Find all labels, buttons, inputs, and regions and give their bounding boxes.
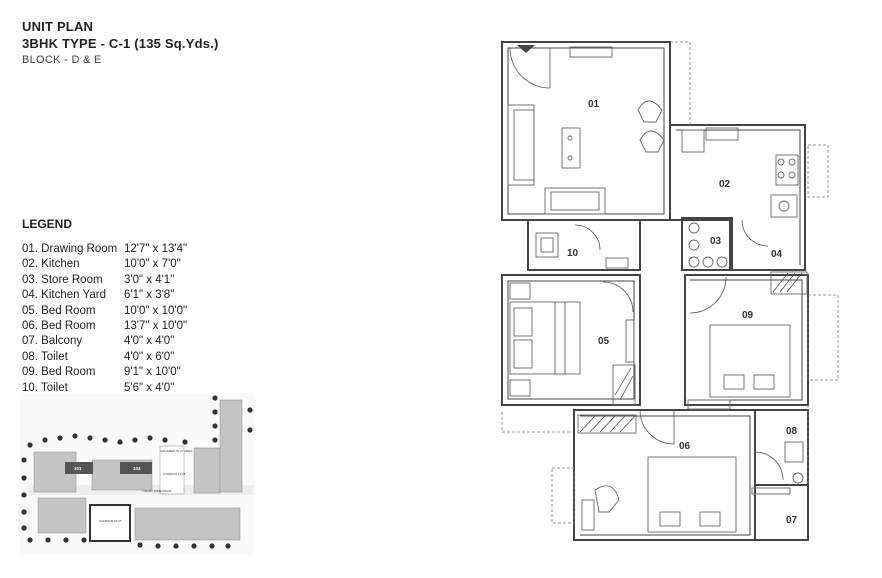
room-label-08: 08 [786,426,798,437]
legend-item-dimension: 6'1" x 3'8" [124,289,175,302]
children-play-area-label: CHILDREN PLAY AREA [160,449,192,453]
legend-item: 05. Bed Room 10'0" x 10'0" [22,304,187,319]
plan-header: UNIT PLAN 3BHK TYPE - C-1 (135 Sq.Yds.) … [22,18,219,69]
plan-block: BLOCK - D & E [22,54,102,66]
tree-icon [87,435,93,441]
legend-item-dimension: 3'0" x 4'1" [124,273,175,286]
tree-icon [27,537,33,543]
tree-icon [42,437,48,443]
tree-icon [155,543,161,549]
tree-icon [212,437,218,443]
tree-icon [137,542,143,548]
legend-item-name: 09. Bed Room [22,366,96,379]
tree-icon [21,492,27,498]
site-blocks [33,399,243,542]
common-plot-label-1: COMMON PLOT [163,472,186,476]
tree-icon [212,409,218,415]
plan-walls [501,41,809,541]
plan-type: 3BHK TYPE - C-1 (135 Sq.Yds.) [22,36,219,51]
legend-item-dimension: 10'0" x 7'0" [124,258,181,271]
unit-103-highlight [120,462,152,474]
tree-icon [21,475,27,481]
legend-list: 01. Drawing Room 12'7" x 13'4" 02. Kitchen… [22,242,187,396]
wardrobe-hatch [579,272,803,433]
legend-item-name: 03. Store Room [22,273,103,286]
legend-item-dimension: 5'6" x 4'0" [124,381,175,394]
tree-icon [72,433,78,439]
road-label: 7.50 MT WIDE ROAD [142,489,172,493]
north-marker [517,45,535,53]
tree-icon [57,435,63,441]
room-label-10: 10 [567,248,579,259]
tree-icon [247,427,253,433]
tree-icon [225,543,231,549]
site-trees [21,395,253,549]
room-labels: 01 02 03 04 05 06 07 08 09 10 [567,99,798,526]
tree-icon [21,457,27,463]
tree-icon [212,423,218,429]
legend-item-name: 07. Balcony [22,335,83,348]
legend-item: 06. Bed Room 13'7" x 10'0" [22,319,187,334]
tree-icon [173,543,179,549]
legend-item: 04. Kitchen Yard 6'1" x 3'8" [22,288,187,303]
unit-101-label: 101 [74,466,82,471]
legend-item: 03. Store Room 3'0" x 4'1" [22,273,187,288]
room-label-02: 02 [719,179,731,190]
legend-item-name: 10. Toilet [22,381,68,394]
legend-item-name: 04. Kitchen Yard [22,289,106,302]
tree-icon [147,435,153,441]
legend-item: 07. Balcony 4'0" x 4'0" [22,334,187,349]
room-label-03: 03 [710,236,722,247]
common-plot-label-2: COMMON PLOT [99,519,122,523]
legend-item-name: 05. Bed Room [22,304,96,317]
tree-icon [63,537,69,543]
legend-item: 09. Bed Room 9'1" x 10'0" [22,365,187,380]
tree-icon [132,437,138,443]
tree-icon [191,543,197,549]
legend-item-dimension: 4'0" x 6'0" [124,350,175,363]
unit-101-highlight [65,462,93,474]
tree-icon [27,442,33,448]
legend-item-dimension: 9'1" x 10'0" [124,366,181,379]
legend-title: LEGEND [22,217,73,231]
door-swings [509,47,784,481]
tree-icon [102,437,108,443]
legend-item: 02. Kitchen 10'0" x 7'0" [22,257,187,272]
furniture [507,46,808,533]
tree-icon [21,509,27,515]
unit-103-label: 103 [133,466,141,471]
room-label-05: 05 [598,336,610,347]
tree-icon [209,543,215,549]
legend-item-name: 06. Bed Room [22,320,96,333]
tree-icon [182,439,188,445]
tree-icon [45,537,51,543]
legend-item-dimension: 4'0" x 4'0" [124,335,175,348]
tree-icon [117,439,123,445]
legend-item-dimension: 10'0" x 10'0" [124,304,188,317]
room-label-04: 04 [771,249,783,260]
legend-item: 10. Toilet 5'6" x 4'0" [22,381,187,396]
dashed-outlines [501,41,839,524]
legend-item-dimension: 13'7" x 10'0" [124,320,188,333]
tree-icon [21,525,27,531]
legend-item-name: 08. Toilet [22,350,68,363]
room-label-06: 06 [679,441,691,452]
tree-icon [247,407,253,413]
tree-icon [162,437,168,443]
plan-title: UNIT PLAN [22,19,94,34]
tree-icon [212,395,218,401]
legend-item-name: 02. Kitchen [22,258,80,271]
room-label-07: 07 [786,515,798,526]
tree-icon [81,537,87,543]
legend-item: 08. Toilet 4'0" x 6'0" [22,350,187,365]
legend-item-name: 01. Drawing Room [22,243,118,255]
room-label-09: 09 [742,310,754,321]
legend-item: 01. Drawing Room 12'7" x 13'4" [22,242,187,257]
site-key-map: 101 103 CHILDREN PLAY AREA COMMON PLOT C… [20,393,254,555]
room-label-01: 01 [588,99,600,110]
legend-item-dimension: 12'7" x 13'4" [124,243,188,255]
